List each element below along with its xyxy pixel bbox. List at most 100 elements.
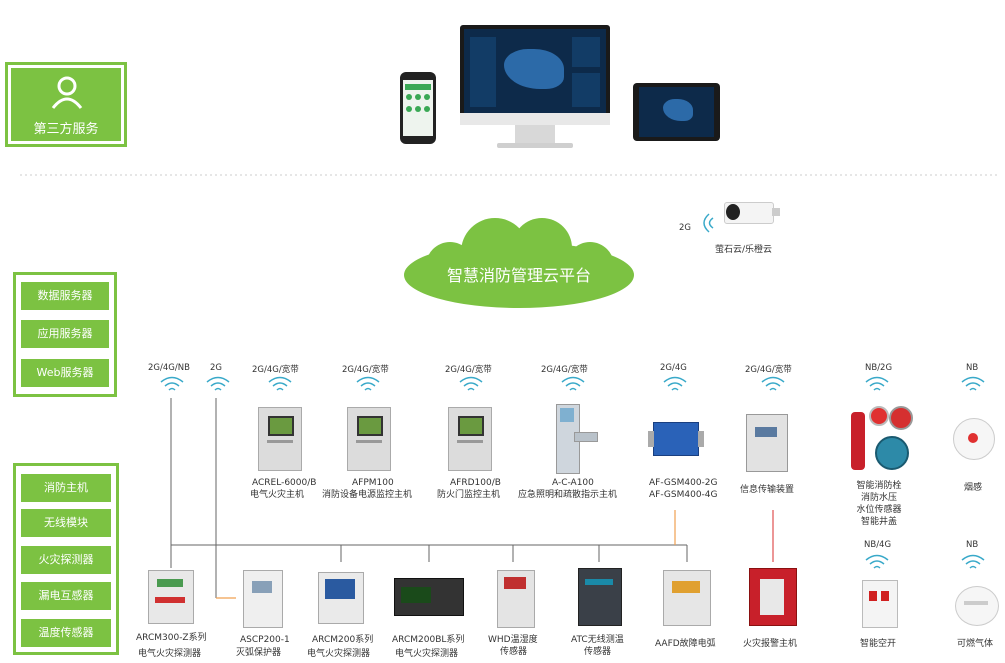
wifi-icon	[865, 554, 889, 569]
wifi-icon-camera	[703, 213, 714, 233]
arcm300-device	[148, 570, 194, 624]
wifi-icon	[561, 376, 585, 391]
monitor-base	[497, 143, 573, 148]
wifi-icon	[865, 376, 889, 391]
gsm-module	[648, 422, 704, 456]
right-device-net: NB/2G	[865, 363, 893, 373]
fire-host-cabinet	[258, 407, 302, 471]
right-device-net: NB	[966, 540, 979, 550]
top-device-net: 2G/4G	[660, 363, 687, 373]
arcm200bl-device	[394, 578, 464, 616]
server-web: Web服务器	[21, 359, 109, 387]
wifi-icon	[160, 376, 184, 391]
phone-screen	[403, 80, 433, 136]
bottom-device-label2: 灭弧保护器	[236, 648, 282, 658]
right-device-net: NB/4G	[864, 540, 892, 550]
top-device-net: 2G/4G/宽带	[541, 365, 588, 375]
tablet-screen	[639, 87, 714, 137]
module-wireless: 无线模块	[21, 509, 111, 537]
smart-breaker	[862, 580, 898, 628]
wifi-icon	[663, 376, 687, 391]
wifi-icon	[961, 376, 985, 391]
gas-detector	[955, 586, 999, 626]
ascp200-device	[243, 570, 283, 628]
arcm200-device	[318, 572, 364, 624]
bottom-device-label1: ATC无线测温	[571, 635, 624, 645]
cloud-shape	[404, 218, 634, 308]
phone-device	[400, 72, 436, 144]
bottom-device-label2: 电气火灾探测器	[138, 649, 202, 659]
right-device-line: 烟感	[964, 483, 983, 493]
bottom-device-label1: ASCP200-1	[240, 635, 290, 645]
server-app: 应用服务器	[21, 320, 109, 348]
module-leakage-sensor: 漏电互感器	[21, 582, 111, 610]
top-device-label2: 消防设备电源监控主机	[322, 490, 413, 500]
module-fire-host: 消防主机	[21, 474, 111, 502]
module-temp-sensor: 温度传感器	[21, 619, 111, 647]
top-device-net: 2G/4G/宽带	[342, 365, 389, 375]
top-device-label1: ACREL-6000/B	[252, 478, 317, 488]
door-monitor-cabinet	[448, 407, 492, 471]
third-party-panel: 第三方服务	[11, 68, 121, 141]
top-device-label2: 防火门监控主机	[437, 490, 501, 500]
third-party-label: 第三方服务	[33, 122, 99, 137]
top-device-label1: AF-GSM400-2G	[649, 478, 718, 488]
camera-net: 2G	[679, 223, 691, 233]
bottom-device-label2: 传感器	[584, 647, 612, 657]
bottom-device-label1: ARCM200BL系列	[392, 635, 465, 645]
atc-device	[578, 568, 622, 626]
right-device-line: 智能消防栓	[856, 481, 902, 491]
camera-device	[724, 200, 782, 224]
right-device-line: 智能井盖	[860, 517, 897, 527]
top-device-label1: A-C-A100	[552, 478, 594, 488]
cloud-label: 智慧消防管理云平台	[446, 266, 591, 285]
top-device-label1: AFRD100/B	[450, 478, 501, 488]
tablet-device	[633, 83, 720, 141]
power-monitor-cabinet	[347, 407, 391, 471]
top-device-net: 2G/4G/宽带	[252, 365, 299, 375]
bottom-device-label1: ARCM200系列	[312, 635, 374, 645]
left-net-2: 2G	[210, 363, 222, 373]
top-device-label2: 应急照明和疏散指示主机	[518, 490, 618, 500]
top-device-net: 2G/4G/宽带	[745, 365, 792, 375]
wifi-icon	[356, 376, 380, 391]
servers-box: 数据服务器 应用服务器 Web服务器	[13, 272, 117, 397]
wifi-icon	[961, 554, 985, 569]
bottom-device-label1: WHD温湿度	[488, 635, 538, 645]
monitor-stand	[515, 125, 555, 145]
top-device-label2: 电气火灾主机	[250, 490, 305, 500]
right-device-line: 可燃气体	[957, 639, 994, 649]
bottom-device-label2: 电气火灾探测器	[395, 649, 459, 659]
wifi-icon	[459, 376, 483, 391]
bottom-device-label2: 传感器	[500, 647, 528, 657]
aafd-device	[663, 570, 711, 626]
third-party-box: 第三方服务	[5, 62, 127, 147]
right-device-net: NB	[966, 363, 979, 373]
modules-box: 消防主机 无线模块 火灾探测器 漏电互感器 温度传感器	[13, 463, 119, 655]
wifi-icon	[206, 376, 230, 391]
emergency-lighting-console	[552, 404, 598, 474]
top-device-label1: AFPM100	[352, 478, 394, 488]
wifi-icon	[268, 376, 292, 391]
top-device-label2: AF-GSM400-4G	[649, 490, 718, 500]
bottom-device-label1: AAFD故障电弧	[655, 639, 716, 649]
user-icon	[51, 76, 83, 109]
bottom-device-label1: 火灾报警主机	[743, 639, 798, 649]
wifi-icon	[761, 376, 785, 391]
smoke-detector	[953, 418, 995, 460]
right-device-line: 水位传感器	[856, 505, 902, 515]
bottom-device-label1: ARCM300-Z系列	[136, 633, 207, 643]
info-transmission-device	[746, 414, 788, 472]
right-device-line: 智能空开	[860, 639, 897, 649]
monitor-screen	[464, 29, 606, 113]
camera-label: 萤石云/乐橙云	[715, 245, 773, 255]
module-fire-detector: 火灾探测器	[21, 546, 111, 574]
fire-alarm-host	[749, 568, 797, 626]
right-device-line: 消防水压	[860, 493, 897, 503]
left-net-1: 2G/4G/NB	[148, 363, 190, 373]
top-device-net: 2G/4G/宽带	[445, 365, 492, 375]
top-device-label1: 信息传输装置	[740, 485, 795, 495]
whd-device	[497, 570, 535, 628]
monitor-device	[460, 25, 610, 125]
